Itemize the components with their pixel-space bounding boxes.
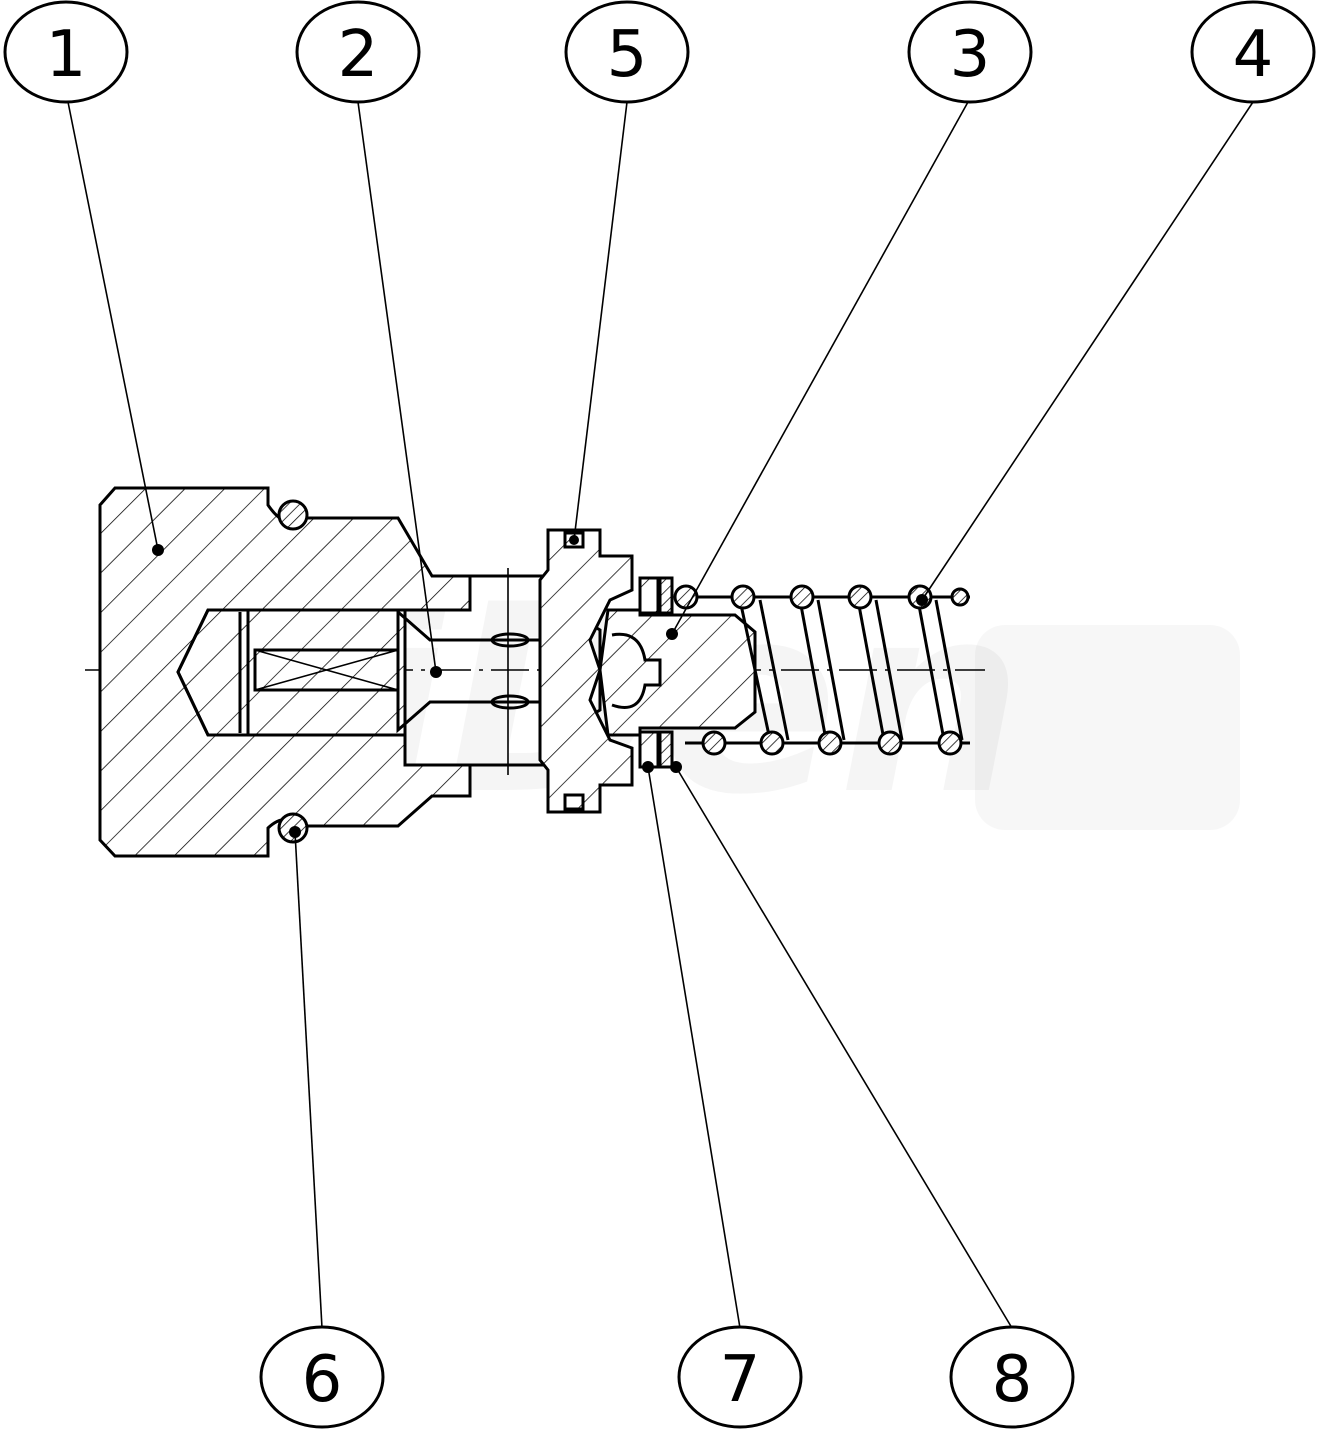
callout-1: 1 <box>3 0 129 104</box>
callout-3: 3 <box>907 0 1033 104</box>
part-5-seal-top <box>563 531 585 549</box>
part-7-washer-top <box>638 576 660 615</box>
callout-2-label: 2 <box>338 18 379 92</box>
stem-port-bottom <box>490 694 530 710</box>
callout-5-label: 5 <box>607 18 648 92</box>
callout-4-label: 4 <box>1233 18 1274 92</box>
callout-7: 7 <box>677 1325 803 1429</box>
callout-6: 6 <box>259 1325 385 1429</box>
part-8-washer-bottom <box>658 730 674 769</box>
callout-8-label: 8 <box>992 1343 1033 1417</box>
part-5-seat-flange <box>538 528 634 814</box>
callout-7-label: 7 <box>720 1343 761 1417</box>
part-8-washer-top <box>658 576 674 615</box>
part-6-oring-top <box>277 499 309 531</box>
callout-1-label: 1 <box>46 18 87 92</box>
callout-4: 4 <box>1190 0 1316 104</box>
callout-8: 8 <box>949 1325 1075 1429</box>
leader-lines <box>67 101 1254 1329</box>
callout-6-label: 6 <box>302 1343 343 1417</box>
callout-3-label: 3 <box>950 18 991 92</box>
leader-dots <box>152 535 928 838</box>
part-1-bore <box>176 608 407 737</box>
poppet-ball-seat <box>611 632 662 709</box>
callout-5: 5 <box>564 0 690 104</box>
callout-2: 2 <box>295 0 421 104</box>
part-5-seal-bottom <box>563 793 585 811</box>
stem-port-top <box>490 632 530 648</box>
part-3-poppet <box>598 608 757 737</box>
bore-cross-b <box>254 649 399 691</box>
